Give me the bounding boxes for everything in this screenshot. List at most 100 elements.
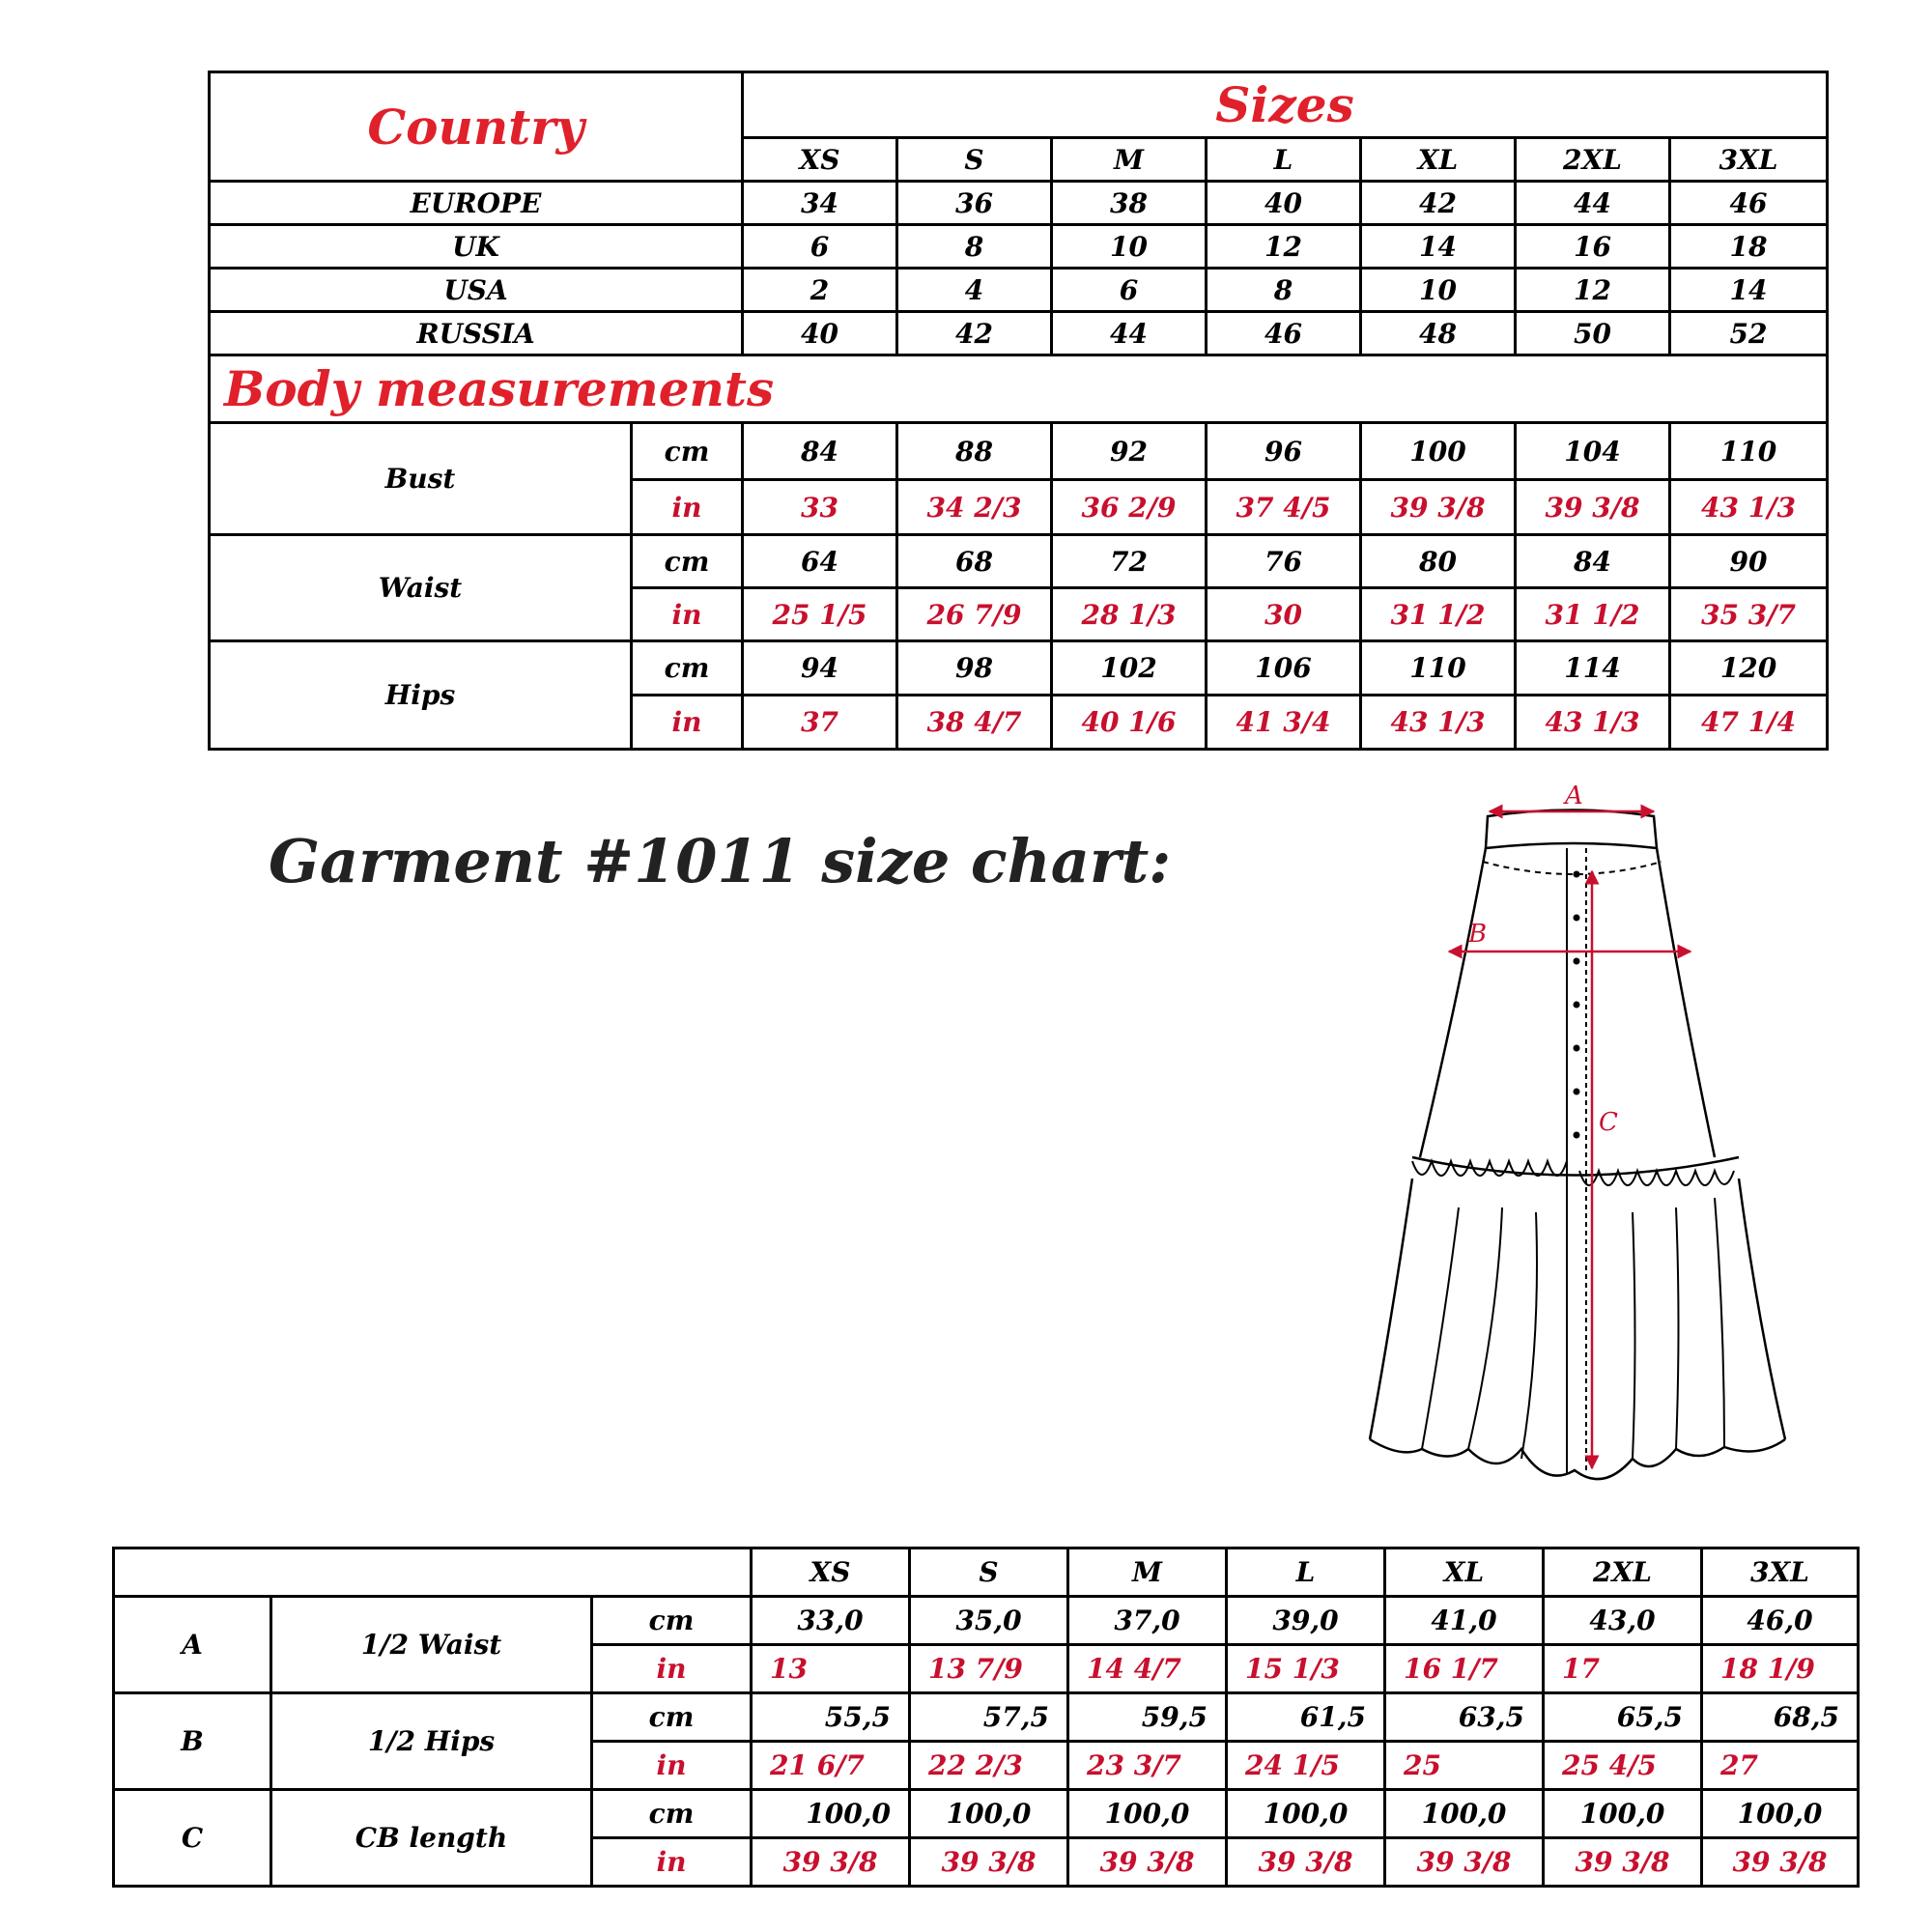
size-header: 3XL <box>1700 1547 1860 1598</box>
table-cell: 72 <box>1050 533 1208 589</box>
size-header: XL <box>1383 1547 1545 1598</box>
table-cell: 64 <box>741 533 898 589</box>
table-cell: 14 <box>1667 267 1830 313</box>
table-cell: 39,0 <box>1225 1595 1386 1646</box>
table-cell: 42 <box>1359 180 1517 226</box>
measurement-label: Waist <box>208 533 633 642</box>
table-cell: 43 1/3 <box>1514 694 1671 751</box>
table-cell: 33 <box>741 478 898 536</box>
table-cell: 4 <box>895 267 1053 313</box>
table-cell: 28 1/3 <box>1050 586 1208 642</box>
table-cell: 37,0 <box>1066 1595 1228 1646</box>
table-cell: 21 6/7 <box>750 1740 911 1791</box>
table-cell: 100,0 <box>1700 1788 1860 1839</box>
table-cell: 44 <box>1050 310 1208 356</box>
table-cell: 92 <box>1050 421 1208 481</box>
table-cell: 59,5 <box>1066 1691 1228 1743</box>
size-conversion-table: Country Sizes XS S M L XL 2XL 3XL EUROPE… <box>207 71 1830 751</box>
country-label: USA <box>208 267 744 313</box>
table-cell: 44 <box>1514 180 1671 226</box>
size-header: M <box>1066 1547 1228 1598</box>
table-row: in 39 3/8 39 3/8 39 3/8 39 3/8 39 3/8 39… <box>114 1836 1860 1888</box>
garment-title: Garment #1011 size chart: <box>269 826 1172 896</box>
table-cell: 37 4/5 <box>1205 478 1362 536</box>
label-a: A <box>1563 782 1583 810</box>
table-cell: 33,0 <box>750 1595 911 1646</box>
table-cell: 8 <box>895 223 1053 270</box>
table-cell: 42 <box>895 310 1053 356</box>
table-cell: 100,0 <box>1383 1788 1545 1839</box>
table-cell: 43,0 <box>1542 1595 1703 1646</box>
table-cell: 68,5 <box>1700 1691 1860 1743</box>
table-cell: 100,0 <box>750 1788 911 1839</box>
row-name: 1/2 Waist <box>270 1595 593 1694</box>
table-row: in 37 38 4/7 40 1/6 41 3/4 43 1/3 43 1/3… <box>210 694 1830 751</box>
row-code: C <box>112 1788 272 1888</box>
table-cell: 25 4/5 <box>1542 1740 1703 1791</box>
garment-measurements-table: XS S M L XL 2XL 3XL A 1/2 Waist cm 33,0 … <box>112 1547 1860 1888</box>
table-cell: 22 2/3 <box>908 1740 1069 1791</box>
unit-label: cm <box>630 533 744 589</box>
unit-label: in <box>590 1643 753 1694</box>
table-cell: 120 <box>1667 639 1830 696</box>
table-cell: 39 3/8 <box>1066 1836 1228 1888</box>
table-cell: 57,5 <box>908 1691 1069 1743</box>
table-cell: 16 <box>1514 223 1671 270</box>
size-header: XS <box>750 1547 911 1598</box>
size-header: L <box>1225 1547 1386 1598</box>
table-cell: 76 <box>1205 533 1362 589</box>
table-cell: 12 <box>1205 223 1362 270</box>
table-row: Hips cm 94 98 102 106 110 114 120 <box>208 639 1830 751</box>
table-cell: 35 3/7 <box>1667 586 1830 642</box>
row-code: B <box>112 1691 272 1791</box>
table-cell: 100,0 <box>1542 1788 1703 1839</box>
table-cell: 39 3/8 <box>1514 478 1671 536</box>
table-cell: 110 <box>1359 639 1517 696</box>
unit-label: in <box>590 1740 753 1791</box>
size-header: S <box>895 136 1053 183</box>
table-cell: 39 3/8 <box>1359 478 1517 536</box>
table-cell: 46 <box>1667 180 1830 226</box>
table-cell: 6 <box>741 223 898 270</box>
row-code: A <box>112 1595 272 1694</box>
table-cell: 106 <box>1205 639 1362 696</box>
table-cell: 61,5 <box>1225 1691 1386 1743</box>
table-cell: 14 4/7 <box>1066 1643 1228 1694</box>
table-cell: 43 1/3 <box>1359 694 1517 751</box>
table-cell: 39 3/8 <box>1542 1836 1703 1888</box>
size-header: 3XL <box>1667 136 1830 183</box>
table-cell: 100,0 <box>1066 1788 1228 1839</box>
table-cell: 38 4/7 <box>895 694 1053 751</box>
table-cell: 15 1/3 <box>1225 1643 1386 1694</box>
table-cell: 31 1/2 <box>1514 586 1671 642</box>
table-row: in 21 6/7 22 2/3 23 3/7 24 1/5 25 25 4/5… <box>114 1740 1860 1791</box>
table-cell: 50 <box>1514 310 1671 356</box>
table-cell: 80 <box>1359 533 1517 589</box>
table-cell: 23 3/7 <box>1066 1740 1228 1791</box>
table-cell: 84 <box>741 421 898 481</box>
table-cell: 39 3/8 <box>750 1836 911 1888</box>
table-cell: 18 1/9 <box>1700 1643 1860 1694</box>
table-cell: 100 <box>1359 421 1517 481</box>
table-cell: 38 <box>1050 180 1208 226</box>
table-row: in 13 13 7/9 14 4/7 15 1/3 16 1/7 17 18 … <box>114 1643 1860 1694</box>
table-cell: 16 1/7 <box>1383 1643 1545 1694</box>
table-cell: 25 1/5 <box>741 586 898 642</box>
size-header: XL <box>1359 136 1517 183</box>
table-cell: 13 <box>750 1643 911 1694</box>
table-cell: 88 <box>895 421 1053 481</box>
table-row: in 25 1/5 26 7/9 28 1/3 30 31 1/2 31 1/2… <box>210 586 1830 642</box>
table-cell: 100,0 <box>908 1788 1069 1839</box>
table-cell: 10 <box>1050 223 1208 270</box>
table-cell: 2 <box>741 267 898 313</box>
table-cell: 14 <box>1359 223 1517 270</box>
country-label: RUSSIA <box>208 310 744 356</box>
sizes-header: Sizes <box>740 71 1830 139</box>
table-cell: 39 3/8 <box>1700 1836 1860 1888</box>
unit-label: cm <box>590 1788 753 1839</box>
unit-label: in <box>630 478 744 536</box>
button-dots <box>1573 870 1580 1139</box>
table-cell: 30 <box>1205 586 1362 642</box>
skirt-diagram: A B C <box>1368 782 1787 1481</box>
table-cell: 48 <box>1359 310 1517 356</box>
